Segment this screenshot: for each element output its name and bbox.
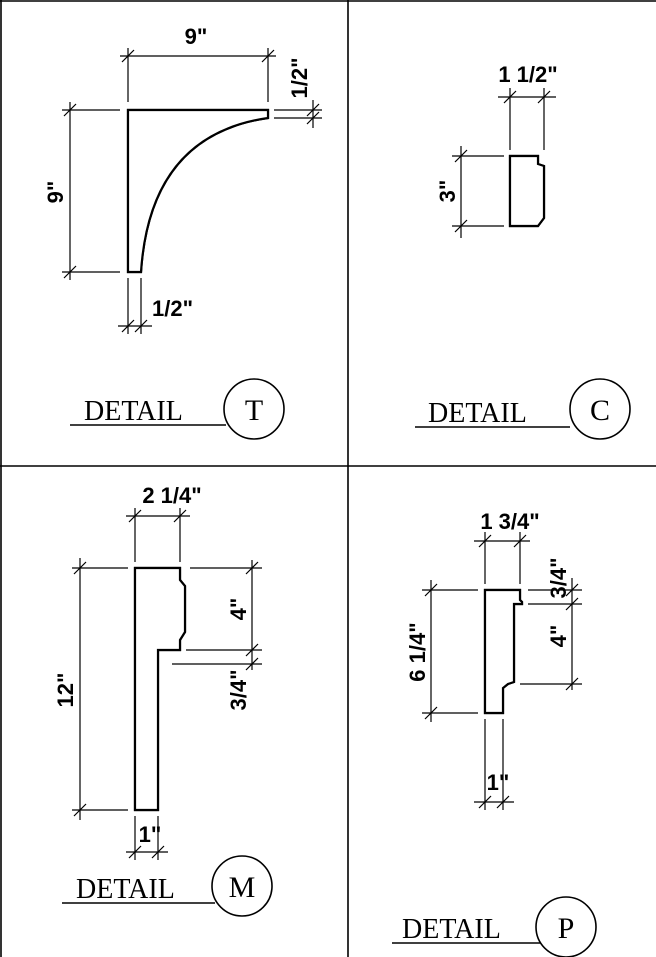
detail-c-letter: C (590, 394, 610, 427)
detail-p-middle-dim: 4" (546, 625, 571, 648)
detail-c-bubble (569, 378, 631, 440)
detail-m: 2 1/4" 12" 4" 3/4" 1" DETAIL M (53, 483, 273, 917)
detail-t-height-dim: 9" (43, 181, 68, 204)
detail-m-bottom-dim: 1" (139, 822, 162, 847)
detail-m-upper-dim: 4" (226, 598, 251, 621)
detail-m-letter: M (229, 871, 256, 904)
detail-c: 1 1/2" 3" DETAIL C (415, 62, 631, 440)
detail-p-letter: P (558, 912, 575, 945)
detail-c-label: DETAIL (428, 398, 527, 429)
detail-m-height-dim: 12" (53, 673, 78, 708)
detail-p-bottom-dim: 1" (487, 770, 510, 795)
detail-t-top-thickness-dim: 1/2" (287, 57, 312, 98)
detail-p-width-dim: 1 3/4" (480, 509, 539, 534)
detail-p-label: DETAIL (402, 914, 501, 945)
detail-p-height-dim: 6 1/4" (405, 622, 430, 681)
detail-t-label: DETAIL (84, 396, 183, 427)
detail-m-width-dim: 2 1/4" (142, 483, 201, 508)
detail-p-upper-dim: 3/4" (546, 557, 571, 598)
detail-m-label: DETAIL (76, 874, 175, 905)
detail-t-width-dim: 9" (185, 24, 208, 49)
detail-c-height-dim: 3" (435, 180, 460, 203)
detail-t-letter: T (245, 394, 263, 427)
detail-c-width-dim: 1 1/2" (498, 62, 557, 87)
detail-m-bubble (211, 855, 273, 917)
detail-t: 9" 9" 1/2" 1/2" DETAIL T (43, 24, 322, 440)
detail-p-bubble (535, 896, 597, 957)
detail-t-bottom-thickness-dim: 1/2" (152, 296, 193, 321)
detail-t-bubble (223, 378, 285, 440)
detail-p: 1 3/4" 6 1/4" 3/4" 4" 1" DETAIL P (392, 509, 597, 957)
detail-m-step-dim: 3/4" (226, 669, 251, 710)
